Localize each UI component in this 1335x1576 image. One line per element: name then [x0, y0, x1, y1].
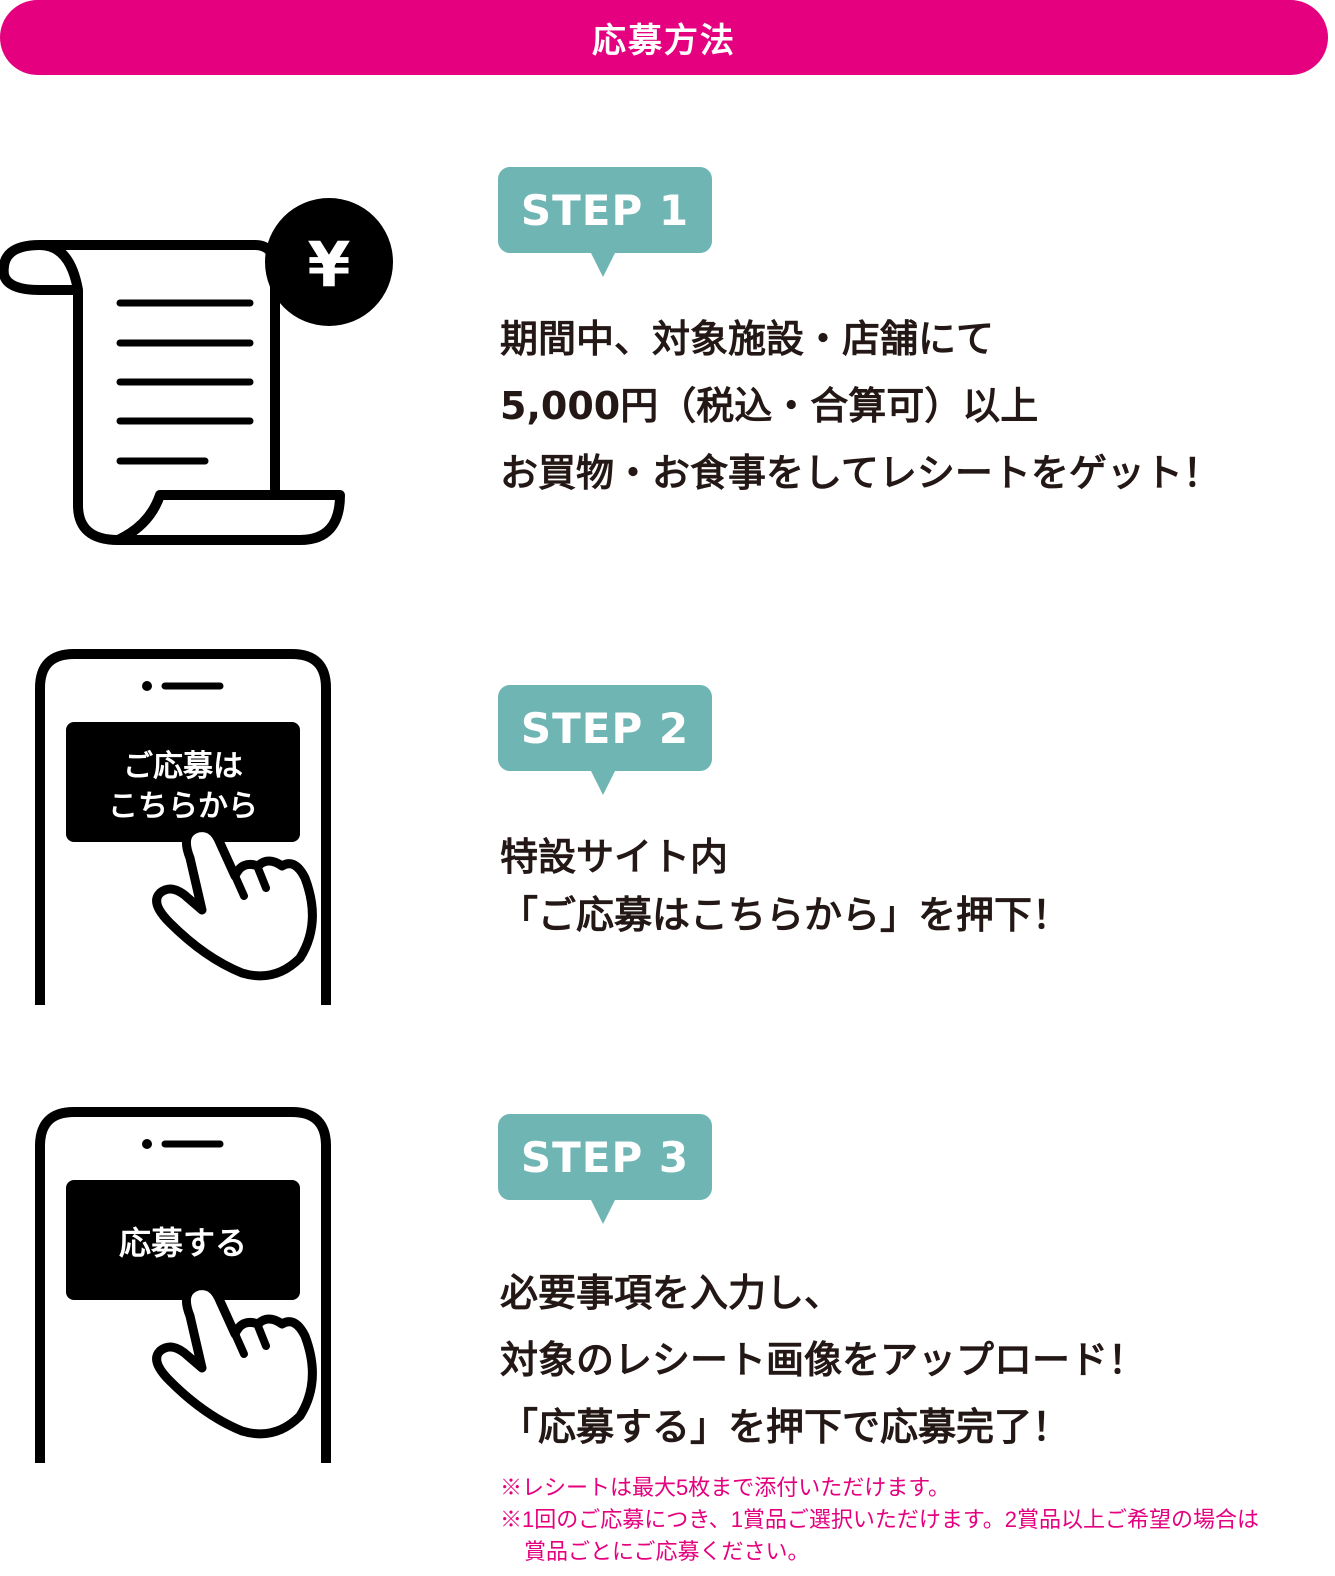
step-2-line-2: 「ご応募はこちらから」を押下！ [500, 893, 1071, 937]
notes: ※レシートは最大5枚まで添付いただけます。 ※1回のご応募につき、1賞品ご選択い… [500, 1472, 1259, 1568]
step-3-line-3: 「応募する」を押下で応募完了！ [500, 1405, 1071, 1449]
step-3-description: 必要事項を入力し、 対象のレシート画像をアップロード！ 「応募する」を押下で応募… [500, 1260, 1146, 1461]
step-1-line-2: 5,000円（税込・合算可）以上 [500, 384, 1039, 428]
section-header: 応募方法 [0, 0, 1328, 75]
step-1-label: STEP 1 [520, 185, 690, 235]
note-1: ※レシートは最大5枚まで添付いただけます。 [500, 1475, 951, 1500]
step-3-label: STEP 3 [520, 1132, 690, 1182]
step-2-label: STEP 2 [520, 703, 690, 753]
step-2-line-1: 特設サイト内 [500, 835, 729, 879]
smartphone-tap-icon: 応募する [30, 1106, 340, 1466]
section-title: 応募方法 [592, 21, 736, 61]
smartphone-tap-icon: ご応募は こちらから [30, 648, 340, 1008]
step-1-badge: STEP 1 [498, 167, 712, 277]
step-1-line-3: お買物・お食事をしてレシートをゲット！ [500, 451, 1221, 495]
screen-button-line-2: こちらから [108, 789, 258, 824]
step-2-badge: STEP 2 [498, 685, 712, 795]
note-3: 賞品ごとにご応募ください。 [524, 1539, 810, 1564]
step-3-line-1: 必要事項を入力し、 [500, 1271, 843, 1315]
step-1-description: 期間中、対象施設・店舗にて 5,000円（税込・合算可）以上 お買物・お食事をし… [500, 306, 1221, 507]
step-2-description: 特設サイト内 「ご応募はこちらから」を押下！ [500, 828, 1070, 944]
step-3-line-2: 対象のレシート画像をアップロード！ [500, 1338, 1147, 1382]
screen-button-label: 応募する [119, 1224, 247, 1262]
screen-button-line-1: ご応募は [123, 749, 243, 784]
note-2: ※1回のご応募につき、1賞品ご選択いただけます。2賞品以上ご希望の場合は [500, 1507, 1259, 1532]
receipt-yen-icon: ¥ [0, 190, 400, 550]
yen-symbol: ¥ [307, 228, 350, 301]
step-3-badge: STEP 3 [498, 1114, 712, 1224]
step-1-line-1: 期間中、対象施設・店舗にて [500, 317, 995, 361]
